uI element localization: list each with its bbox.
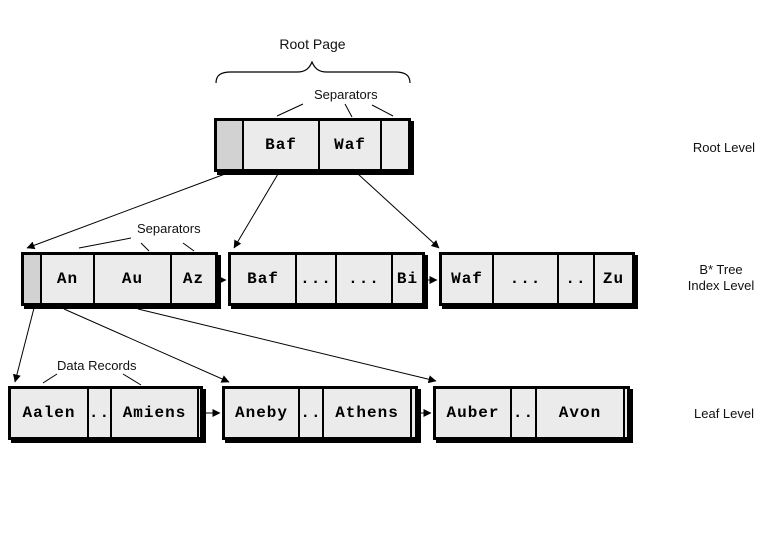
separators-root-pointer-line-3 bbox=[371, 104, 394, 117]
data-records-pointer-line-1 bbox=[42, 373, 58, 384]
leaf1-cell-dots: .. bbox=[87, 389, 110, 437]
leaf2-cell-athens: Athens bbox=[322, 389, 410, 437]
root-separator-cell-waf: Waf bbox=[318, 121, 380, 169]
index-right-cell-dots2: .. bbox=[557, 255, 593, 303]
separators-root-pointer-line-1 bbox=[276, 103, 304, 117]
root-node: Baf Waf bbox=[214, 118, 411, 172]
separators-label-root: Separators bbox=[314, 87, 378, 102]
leaf2-next-pointer-cell bbox=[410, 389, 415, 437]
index-node-left: An Au Az bbox=[21, 252, 218, 306]
index-level-label-line1: B* Tree bbox=[699, 262, 743, 277]
leaf-node-2: Aneby .. Athens bbox=[222, 386, 418, 440]
root-pointer-cell bbox=[217, 121, 242, 169]
root-separator-cell-baf: Baf bbox=[242, 121, 318, 169]
leaf3-next-pointer-cell bbox=[623, 389, 627, 437]
index-right-cell-waf: Waf bbox=[442, 255, 492, 303]
data-records-pointer-line-2 bbox=[122, 373, 142, 386]
leaf-node-3: Auber .. Avon bbox=[433, 386, 630, 440]
leaf2-cell-dots: .. bbox=[298, 389, 322, 437]
leaf1-cell-aalen: Aalen bbox=[11, 389, 87, 437]
root-page-brace bbox=[215, 60, 411, 84]
index-middle-cell-bi: Bi bbox=[391, 255, 422, 303]
separators-root-pointer-line-2 bbox=[344, 103, 353, 118]
arrow-root-to-index-right bbox=[357, 173, 440, 249]
index-node-middle: Baf ... ... Bi bbox=[228, 252, 425, 306]
leaf-node-1: Aalen .. Amiens bbox=[8, 386, 203, 440]
separators-index-pointer-line-2 bbox=[140, 242, 150, 252]
leaf-level-label: Leaf Level bbox=[694, 406, 754, 421]
index-left-cell-au: Au bbox=[93, 255, 170, 303]
arrow-index-to-leaf-1 bbox=[12, 307, 35, 383]
index-level-label: B* Tree Index Level bbox=[661, 262, 780, 294]
leaf3-cell-dots: .. bbox=[510, 389, 535, 437]
arrow-root-to-index-middle bbox=[233, 173, 279, 249]
leaf3-cell-avon: Avon bbox=[535, 389, 623, 437]
root-empty-cell bbox=[380, 121, 408, 169]
index-left-pointer-cell bbox=[24, 255, 40, 303]
separators-label-index: Separators bbox=[137, 221, 201, 236]
index-left-cell-az: Az bbox=[170, 255, 215, 303]
root-page-label: Root Page bbox=[279, 36, 346, 52]
index-right-cell-zu: Zu bbox=[593, 255, 632, 303]
separators-index-pointer-line-3 bbox=[182, 242, 195, 252]
index-level-label-line2: Index Level bbox=[687, 278, 755, 293]
index-right-cell-dots1: ... bbox=[492, 255, 557, 303]
data-records-label: Data Records bbox=[57, 358, 137, 373]
leaf1-next-pointer-cell bbox=[197, 389, 200, 437]
index-left-cell-an: An bbox=[40, 255, 93, 303]
arrow-index-to-leaf-3 bbox=[137, 308, 437, 384]
index-node-right: Waf ... .. Zu bbox=[439, 252, 635, 306]
leaf2-cell-aneby: Aneby bbox=[225, 389, 298, 437]
leaf1-cell-amiens: Amiens bbox=[110, 389, 197, 437]
index-middle-cell-dots2: ... bbox=[335, 255, 391, 303]
index-middle-cell-dots1: ... bbox=[295, 255, 335, 303]
leaf3-cell-auber: Auber bbox=[436, 389, 510, 437]
root-level-label: Root Level bbox=[692, 140, 756, 155]
index-middle-cell-baf: Baf bbox=[231, 255, 295, 303]
separators-index-pointer-line-1 bbox=[78, 237, 132, 249]
